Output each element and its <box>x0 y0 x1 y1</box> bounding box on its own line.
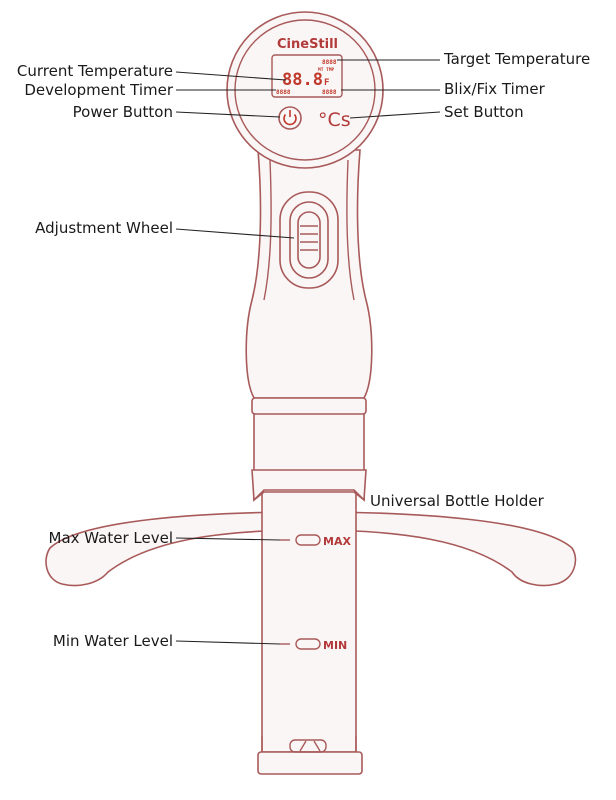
display-target-digits: 8888 <box>322 59 337 66</box>
display-dev-timer: 8888 <box>276 89 291 96</box>
label-development-timer: Development Timer <box>24 81 173 99</box>
label-universal-bottle-holder: Universal Bottle Holder <box>370 492 545 510</box>
control-head: CineStill 88.8 F 8888 MT TMP 8888 8888 °… <box>226 11 384 169</box>
label-min-water-level: Min Water Level <box>53 632 173 650</box>
brand-logo: CineStill <box>277 37 338 52</box>
display-fix-timer: 8888 <box>322 89 337 96</box>
label-max-water-level: Max Water Level <box>49 529 173 547</box>
display-main-digits: 88.8 <box>282 70 323 90</box>
label-set-button: Set Button <box>444 103 524 121</box>
label-power-button: Power Button <box>73 103 173 121</box>
min-mark-text: MIN <box>323 639 347 652</box>
min-marker: MIN <box>280 638 347 652</box>
set-button-text: °Cs <box>318 109 351 131</box>
power-button[interactable] <box>278 106 302 130</box>
power-icon <box>283 113 297 126</box>
max-mark-text: MAX <box>323 535 351 548</box>
adjustment-wheel[interactable] <box>279 191 339 289</box>
label-blix-fix-timer: Blix/Fix Timer <box>444 80 546 98</box>
label-current-temperature: Current Temperature <box>17 62 173 80</box>
label-target-temperature: Target Temperature <box>443 50 590 68</box>
set-button[interactable]: °Cs <box>318 109 351 131</box>
holder-collar <box>251 411 367 502</box>
lower-tube <box>257 479 363 775</box>
label-adjustment-wheel: Adjustment Wheel <box>35 219 173 237</box>
callout-labels: Target Temperature Current Temperature D… <box>17 50 590 650</box>
lcd-display: 88.8 F 8888 MT TMP 8888 8888 <box>271 54 343 98</box>
display-unit: F <box>324 78 329 88</box>
max-marker: MAX <box>280 534 351 548</box>
leader-lines <box>175 59 441 645</box>
display-code: MT TMP <box>318 67 335 73</box>
